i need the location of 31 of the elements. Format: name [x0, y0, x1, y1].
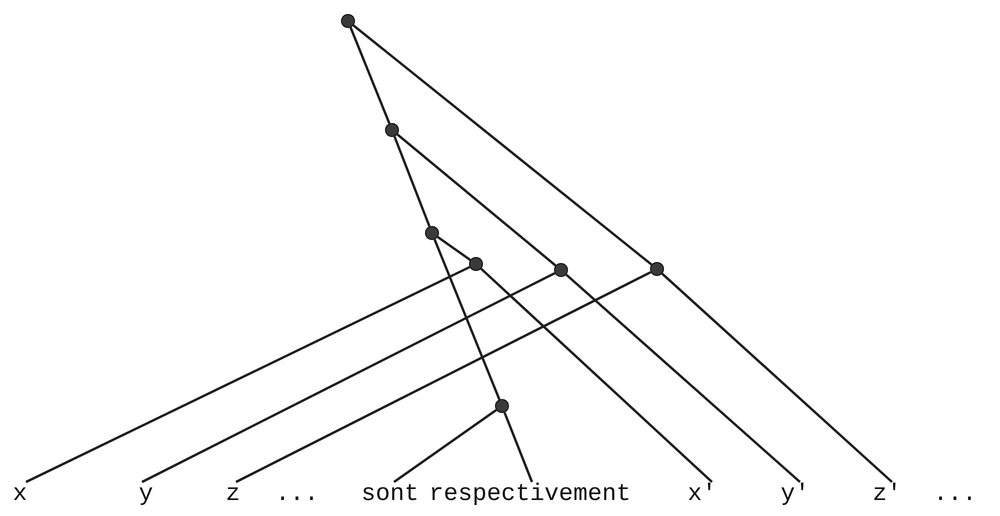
tree-node-dot — [554, 263, 568, 277]
tree-node-dot — [495, 399, 509, 413]
tree-branch-line — [434, 239, 500, 400]
tree-node-dot — [425, 226, 439, 240]
tree-branch-line — [350, 27, 390, 124]
tree-branch-line — [352, 24, 652, 266]
tree-branch-line — [480, 268, 713, 483]
tree-branch-line — [141, 272, 556, 484]
tree-branch-line — [565, 274, 801, 483]
leaf-word: y — [138, 482, 154, 508]
ellipsis-text: ... — [933, 482, 977, 508]
leaf-word: y' — [780, 482, 810, 508]
tree-branch-line — [235, 271, 652, 484]
tree-node-dot — [469, 257, 483, 271]
leaf-word: x — [12, 482, 28, 508]
tree-branch-line — [393, 409, 497, 483]
leaf-word: z' — [872, 482, 902, 508]
tree-node-dot — [341, 14, 355, 28]
leaf-word: respectivement — [429, 482, 631, 508]
tree-node-dot — [650, 262, 664, 276]
tree-branch-line — [396, 134, 556, 266]
tree-branch-line — [503, 412, 534, 482]
leaf-word: z — [226, 482, 240, 508]
leaf-word: x' — [688, 482, 716, 508]
tree-branch-line — [393, 136, 431, 227]
tree-branch-line — [437, 236, 471, 261]
ellipsis-text: ... — [275, 482, 319, 508]
tree-branch-line — [661, 272, 893, 483]
leaf-word: sont — [361, 482, 419, 508]
tree-node-dot — [385, 123, 399, 137]
tree-branch-line — [25, 266, 470, 484]
